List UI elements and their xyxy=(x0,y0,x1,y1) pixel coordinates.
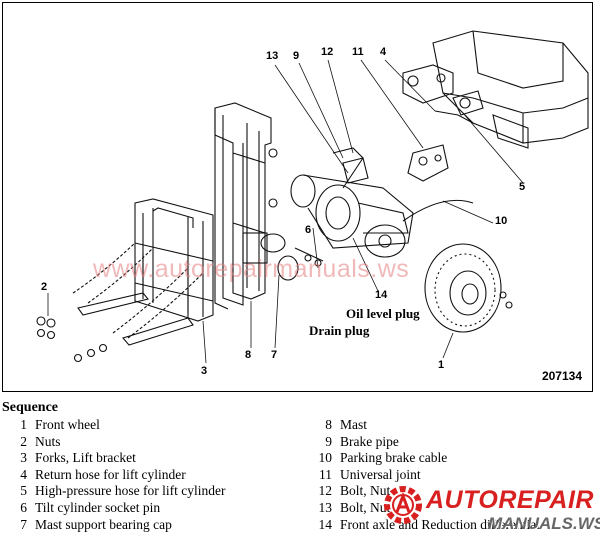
sequence-item-number: 7 xyxy=(20,516,27,532)
nuts xyxy=(36,316,108,363)
sequence-item-number: 11 xyxy=(319,466,332,482)
sequence-item: 14 Front axle and Reduction differential xyxy=(305,516,540,533)
sequence-item: 13 Bolt, Nut xyxy=(305,499,391,516)
lift-bracket xyxy=(72,198,214,339)
sequence-item-text: Brake pipe xyxy=(340,433,399,449)
sequence-item-number: 5 xyxy=(20,483,27,499)
callout-4: 4 xyxy=(380,46,387,58)
sequence-item-text: Front wheel xyxy=(35,417,100,432)
callout-10: 10 xyxy=(495,215,508,227)
callout-9: 9 xyxy=(293,50,300,62)
sequence-item: 2 Nuts xyxy=(0,433,61,450)
callout-14: 14 xyxy=(375,289,388,301)
sequence-item: 3 Forks, Lift bracket xyxy=(0,449,136,466)
callout-12: 12 xyxy=(321,46,334,58)
sequence-item: 4 Return hose for lift cylinder xyxy=(0,466,186,483)
sequence-item-number: 6 xyxy=(20,500,27,515)
sequence-item-text: Bolt, Nut xyxy=(340,483,391,499)
callout-8: 8 xyxy=(245,349,252,361)
cables xyxy=(332,110,474,222)
callout-5: 5 xyxy=(519,181,526,193)
sequence-item-text: Nuts xyxy=(35,433,61,449)
site-logo: AUTOREPAIR MANUALS.WS xyxy=(378,476,600,546)
callout-11: 11 xyxy=(352,46,364,58)
sequence-item-number: 4 xyxy=(20,466,27,482)
sequence-title: Sequence xyxy=(2,400,58,415)
sequence-item-number: 14 xyxy=(318,516,333,532)
sequence-item-text: Bolt, Nut xyxy=(340,500,391,515)
sequence-item-text: High-pressure hose for lift cylinder xyxy=(35,483,226,499)
sequence-item-number: 10 xyxy=(318,450,333,466)
callout-7: 7 xyxy=(271,349,278,361)
gear-a-logo-icon xyxy=(384,486,422,524)
exploded-diagram: www.autorepairmanuals.ws 13 9 12 11 4 5 … xyxy=(2,2,593,392)
sequence-item-text: Mast support bearing cap xyxy=(35,516,172,532)
sequence-item-number: 8 xyxy=(325,417,332,432)
leader-lines xyxy=(47,59,524,364)
sequence-item-text: Mast xyxy=(340,417,367,432)
callout-6: 6 xyxy=(305,224,312,236)
sequence-item-number: 2 xyxy=(20,433,27,449)
bearing-cap xyxy=(260,233,324,281)
sequence-item: 9 Brake pipe xyxy=(305,433,399,450)
sequence-item-number: 12 xyxy=(318,483,333,499)
figure-number: 207134 xyxy=(541,369,582,383)
sequence-item: 10 Parking brake cable xyxy=(305,449,448,466)
sequence-item-number: 9 xyxy=(325,433,332,449)
sequence-item-text: Front axle and Reduction differential xyxy=(340,516,540,532)
sequence-item-number: 13 xyxy=(318,500,333,515)
callout-2: 2 xyxy=(41,281,48,293)
sequence-item-text: Parking brake cable xyxy=(340,450,448,466)
front-wheel xyxy=(424,243,513,333)
diagram-drawing xyxy=(36,30,589,364)
sequence-item: 6 Tilt cylinder socket pin xyxy=(0,499,160,516)
truck-frame xyxy=(402,30,589,149)
forks xyxy=(77,253,194,346)
mast xyxy=(214,102,278,310)
sequence-item: 5 High-pressure hose for lift cylinder xyxy=(0,482,225,499)
sequence-item: 11 Universal joint xyxy=(305,466,421,483)
sequence-item-text: Universal joint xyxy=(340,466,421,482)
callout-1: 1 xyxy=(438,359,445,371)
logo-subtext: MANUALS.WS xyxy=(488,514,600,533)
oil-level-plug-label: Oil level plug xyxy=(346,306,420,321)
sequence-item: 12 Bolt, Nut xyxy=(305,482,391,499)
sequence-item-text: Return hose for lift cylinder xyxy=(35,466,186,482)
sequence-item: 1 Front wheel xyxy=(0,416,100,433)
sequence-item-text: Forks, Lift bracket xyxy=(35,450,136,466)
drain-plug-label: Drain plug xyxy=(309,323,370,338)
sequence-item-number: 3 xyxy=(20,450,27,466)
sequence-item-text: Tilt cylinder socket pin xyxy=(35,500,161,515)
callout-13: 13 xyxy=(266,50,279,62)
watermark-text: www.autorepairmanuals.ws xyxy=(93,255,410,283)
sequence-item: 7 Mast support bearing cap xyxy=(0,516,172,533)
callout-3: 3 xyxy=(201,365,208,377)
logo-text: AUTOREPAIR xyxy=(426,486,594,514)
sequence-item-number: 1 xyxy=(20,417,27,432)
sequence-item: 8 Mast xyxy=(305,416,367,433)
front-axle xyxy=(290,144,449,258)
